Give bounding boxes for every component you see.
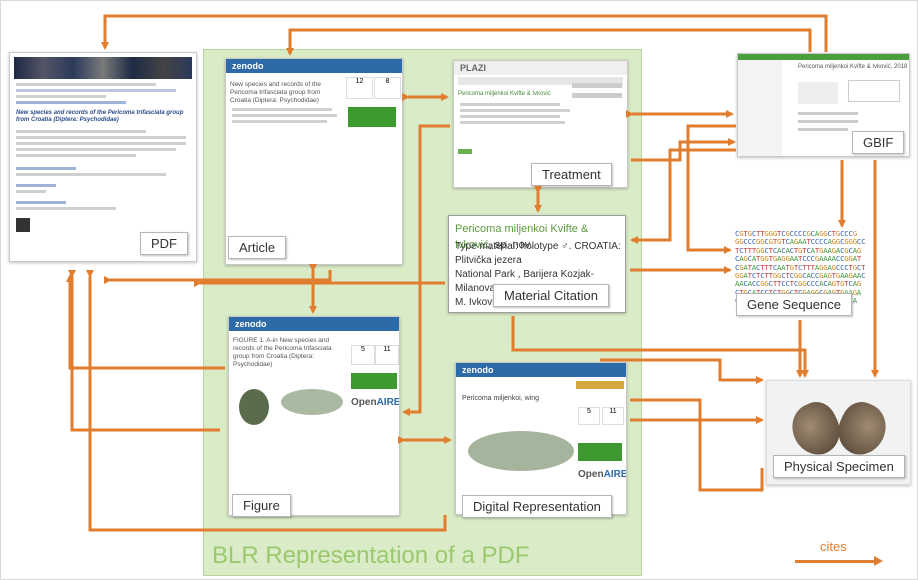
material-line-1: Type material: holotype ♂. CROATIA: Plit…	[455, 241, 621, 266]
node-treatment-label: Treatment	[531, 163, 612, 186]
arrow-figure-pdf	[66, 274, 225, 370]
article-stat-a: 12	[346, 77, 373, 99]
material-taxon-name: Pericoma miljenkoi Kvifte & Ivković	[455, 223, 589, 251]
digital-wing-image	[468, 431, 574, 471]
gene-sequence-row: GGCCCGGCGTGTCAGAATCCCCAGGCGGGCC	[735, 237, 865, 247]
figure-wing-b	[281, 389, 343, 415]
arrow-gbif-gene-left	[686, 124, 736, 254]
plazi-treatment-title: Pericoma miljenkoi Kvifte & Ivković	[458, 91, 551, 97]
gene-sequence-row: AACACCGGCTTCCTCGGCCCACAGTGTCAG	[735, 279, 862, 289]
zenodo-logo-figure: zenodo	[229, 317, 399, 331]
figure-title: FIGURE 1. A-in New species and records o…	[233, 337, 332, 368]
digital-badge	[578, 443, 622, 461]
figure-stat-d: 11	[375, 345, 399, 365]
arrow-treatment-figure	[402, 124, 450, 416]
article-badge	[348, 107, 396, 127]
digital-stat-c: 5	[578, 407, 600, 425]
gene-sequence-row: TCTTTGGCTCACACTGTCATGAAGACGCAG	[735, 245, 862, 255]
arrow-gbif-material	[630, 148, 736, 244]
figure-wing-a	[239, 389, 269, 425]
node-article-label: Article	[228, 236, 287, 259]
node-gbif-label: GBIF	[852, 131, 905, 154]
gbif-title: Pericoma miljenkoi Kvifte & Ivković, 201…	[798, 64, 908, 70]
legend-cites-arrow	[795, 556, 883, 566]
node-figure-label: Figure	[232, 494, 291, 517]
figure-screenshot: zenodo FIGURE 1. A-in New species and re…	[228, 316, 400, 516]
gene-sequence-row: CGATACTTTCAATGTCTTTAGGAGCCCTGCT	[735, 262, 865, 272]
gene-sequence-row: GGATCTCTTGGCTCGGCACCGAGTGAAGAAC	[735, 271, 865, 281]
openaire-logo-digital: OpenAIRE	[578, 469, 627, 480]
gene-sequence-row: CAGCATGGTGAGGAATCCCGAAAACCGGAT	[735, 254, 862, 264]
zenodo-logo: zenodo	[226, 59, 402, 73]
node-pdf-label: PDF	[140, 232, 188, 255]
zenodo-logo-digital: zenodo	[456, 363, 626, 377]
arrow-gbif-pdf	[101, 14, 828, 52]
figure-badge	[351, 373, 397, 389]
digital-stat-d: 11	[602, 407, 624, 425]
node-physical-specimen-label: Physical Specimen	[773, 455, 905, 478]
article-title: New species and records of the Pericoma …	[230, 81, 322, 104]
digital-title: Pericoma miljenkoi, wing	[462, 395, 540, 402]
gene-sequence-row: CTGCATCCTCTGGCTCGAGGCGAGTGAAGA	[735, 287, 862, 297]
digital-representation-screenshot: zenodo Pericoma miljenkoi, wing 5 11 Ope…	[455, 362, 627, 515]
pdf-heading: New species and records of the Pericoma …	[16, 110, 184, 123]
pdf-screenshot: New species and records of the Pericoma …	[9, 52, 197, 262]
blr-region-title: BLR Representation of a PDF	[212, 542, 530, 569]
material-status: , sp. nov.	[488, 239, 533, 251]
arrow-digital-pdf	[86, 270, 447, 532]
arrow-digital-specimen-2	[630, 398, 764, 492]
arrow-material-specimen	[511, 316, 809, 378]
figure-stat-c: 5	[351, 345, 375, 365]
article-stat-b: 8	[374, 77, 401, 99]
node-material-citation-label: Material Citation	[493, 284, 609, 307]
plazi-logo: PLAZI	[454, 61, 627, 75]
legend-cites-label: cites	[820, 539, 847, 554]
article-screenshot: zenodo New species and records of the Pe…	[225, 58, 403, 265]
arrow-specimen-pdf	[68, 270, 220, 432]
pdf-banner-image	[14, 57, 192, 79]
arrow-figure-specimen	[600, 358, 764, 384]
gene-sequence-row: CGTGCTTGGGTCGCCCCGCAGGCTGCCCG	[735, 230, 857, 238]
node-digital-representation-label: Digital Representation	[462, 495, 612, 518]
node-gene-sequence-label: Gene Sequence	[736, 293, 852, 316]
openaire-logo-figure: OpenAIRE	[351, 397, 400, 408]
arrow-gbif-article	[286, 28, 812, 56]
arrow-pdf-article	[104, 270, 332, 284]
